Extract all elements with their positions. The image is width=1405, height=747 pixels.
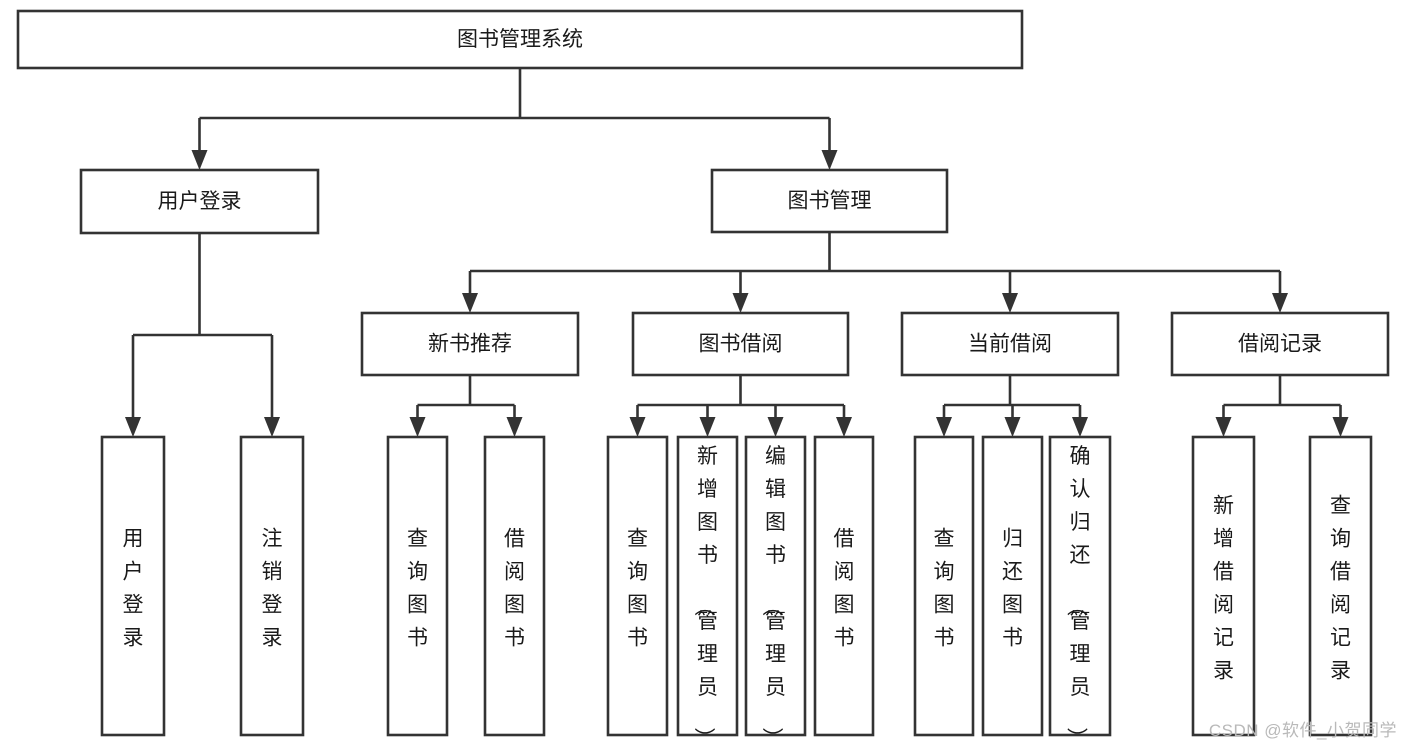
node-label-leaf-user-login: 用户登录: [123, 528, 144, 650]
node-leaf-borrow-book-rec[interactable]: 借阅图书: [483, 435, 546, 737]
node-leaf-add-borrow-record[interactable]: 新增借阅记录: [1191, 435, 1256, 737]
node-box-leaf-user-logout[interactable]: [239, 435, 305, 737]
node-box-leaf-borrow-book-rec[interactable]: [483, 435, 546, 737]
connector-layer: [125, 68, 1349, 437]
node-label-book-borrow: 图书借阅: [699, 333, 783, 356]
node-label-leaf-borrow-book-rec: 借阅图书: [504, 528, 525, 650]
connector-borrow-record-to-leaves: [1215, 375, 1349, 437]
node-leaf-borrow-book-bor[interactable]: 借阅图书: [813, 435, 875, 737]
node-box-leaf-query-book-bor[interactable]: [606, 435, 669, 737]
node-label-leaf-query-book-bor: 查询图书: [627, 528, 648, 650]
connector-user-login-to-leaves: [125, 233, 280, 437]
node-borrow-record[interactable]: 借阅记录: [1170, 311, 1390, 377]
node-current-borrow[interactable]: 当前借阅: [900, 311, 1120, 377]
node-root[interactable]: 图书管理系统: [16, 9, 1024, 70]
connector-current-borrow-to-leaves: [936, 375, 1088, 437]
node-label-current-borrow: 当前借阅: [968, 333, 1052, 356]
node-label-leaf-query-borrow-record: 查询借阅记录: [1330, 495, 1351, 683]
node-leaf-user-logout[interactable]: 注销登录: [239, 435, 305, 737]
connector-root-to-level2: [191, 68, 838, 170]
node-book-borrow[interactable]: 图书借阅: [631, 311, 850, 377]
node-label-root: 图书管理系统: [457, 28, 583, 51]
node-box-current-borrow[interactable]: [900, 311, 1120, 377]
node-box-leaf-query-borrow-record[interactable]: [1308, 435, 1373, 737]
node-user-login[interactable]: 用户登录: [79, 168, 320, 235]
connector-book-manage-to-level3: [462, 232, 1288, 313]
node-box-leaf-user-login[interactable]: [100, 435, 166, 737]
node-box-leaf-borrow-book-bor[interactable]: [813, 435, 875, 737]
node-box-leaf-add-borrow-record[interactable]: [1191, 435, 1256, 737]
node-leaf-user-login[interactable]: 用户登录: [100, 435, 166, 737]
node-box-book-manage[interactable]: [710, 168, 949, 234]
connector-book-borrow-to-leaves: [629, 375, 852, 437]
node-new-book-recommend[interactable]: 新书推荐: [360, 311, 580, 377]
node-label-leaf-return-book: 归还图书: [1002, 528, 1023, 650]
node-box-leaf-return-book[interactable]: [981, 435, 1044, 737]
node-box-leaf-add-book-admin[interactable]: [676, 435, 739, 737]
node-book-manage[interactable]: 图书管理: [710, 168, 949, 234]
node-leaf-query-book-cur[interactable]: 查询图书: [913, 435, 975, 737]
node-leaf-add-book-admin[interactable]: 新增图书（管理员）: [676, 435, 739, 747]
node-leaf-query-borrow-record[interactable]: 查询借阅记录: [1308, 435, 1373, 737]
connector-new-book-recommend-to-leaves: [409, 375, 523, 437]
node-box-root[interactable]: [16, 9, 1024, 70]
node-box-user-login[interactable]: [79, 168, 320, 235]
node-leaf-query-book-bor[interactable]: 查询图书: [606, 435, 669, 737]
node-label-new-book-recommend: 新书推荐: [428, 333, 512, 356]
node-label-leaf-add-book-admin: 新增图书（管理员）: [692, 445, 718, 747]
node-leaf-confirm-return-admin[interactable]: 确认归还（管理员）: [1048, 435, 1112, 747]
node-box-book-borrow[interactable]: [631, 311, 850, 377]
node-box-new-book-recommend[interactable]: [360, 311, 580, 377]
node-box-leaf-query-book-cur[interactable]: [913, 435, 975, 737]
node-label-leaf-user-logout: 注销登录: [262, 528, 283, 650]
node-label-leaf-query-book-cur: 查询图书: [934, 528, 955, 650]
node-label-user-login: 用户登录: [158, 190, 242, 213]
node-layer: 图书管理系统用户登录图书管理新书推荐图书借阅当前借阅借阅记录用户登录注销登录查询…: [16, 9, 1390, 747]
node-label-leaf-edit-book-admin: 编辑图书（管理员）: [760, 445, 786, 747]
node-label-book-manage: 图书管理: [788, 190, 872, 213]
node-label-leaf-add-borrow-record: 新增借阅记录: [1213, 495, 1234, 683]
node-box-leaf-query-book-rec[interactable]: [386, 435, 449, 737]
node-leaf-return-book[interactable]: 归还图书: [981, 435, 1044, 737]
node-label-borrow-record: 借阅记录: [1238, 333, 1322, 356]
node-box-leaf-confirm-return-admin[interactable]: [1048, 435, 1112, 737]
node-label-leaf-confirm-return-admin: 确认归还（管理员）: [1065, 445, 1091, 747]
node-leaf-edit-book-admin[interactable]: 编辑图书（管理员）: [744, 435, 807, 747]
csdn-watermark: CSDN @软件_小贺同学: [1208, 721, 1397, 740]
node-box-borrow-record[interactable]: [1170, 311, 1390, 377]
node-box-leaf-edit-book-admin[interactable]: [744, 435, 807, 737]
node-leaf-query-book-rec[interactable]: 查询图书: [386, 435, 449, 737]
node-label-leaf-query-book-rec: 查询图书: [407, 528, 428, 650]
node-label-leaf-borrow-book-bor: 借阅图书: [834, 528, 855, 650]
